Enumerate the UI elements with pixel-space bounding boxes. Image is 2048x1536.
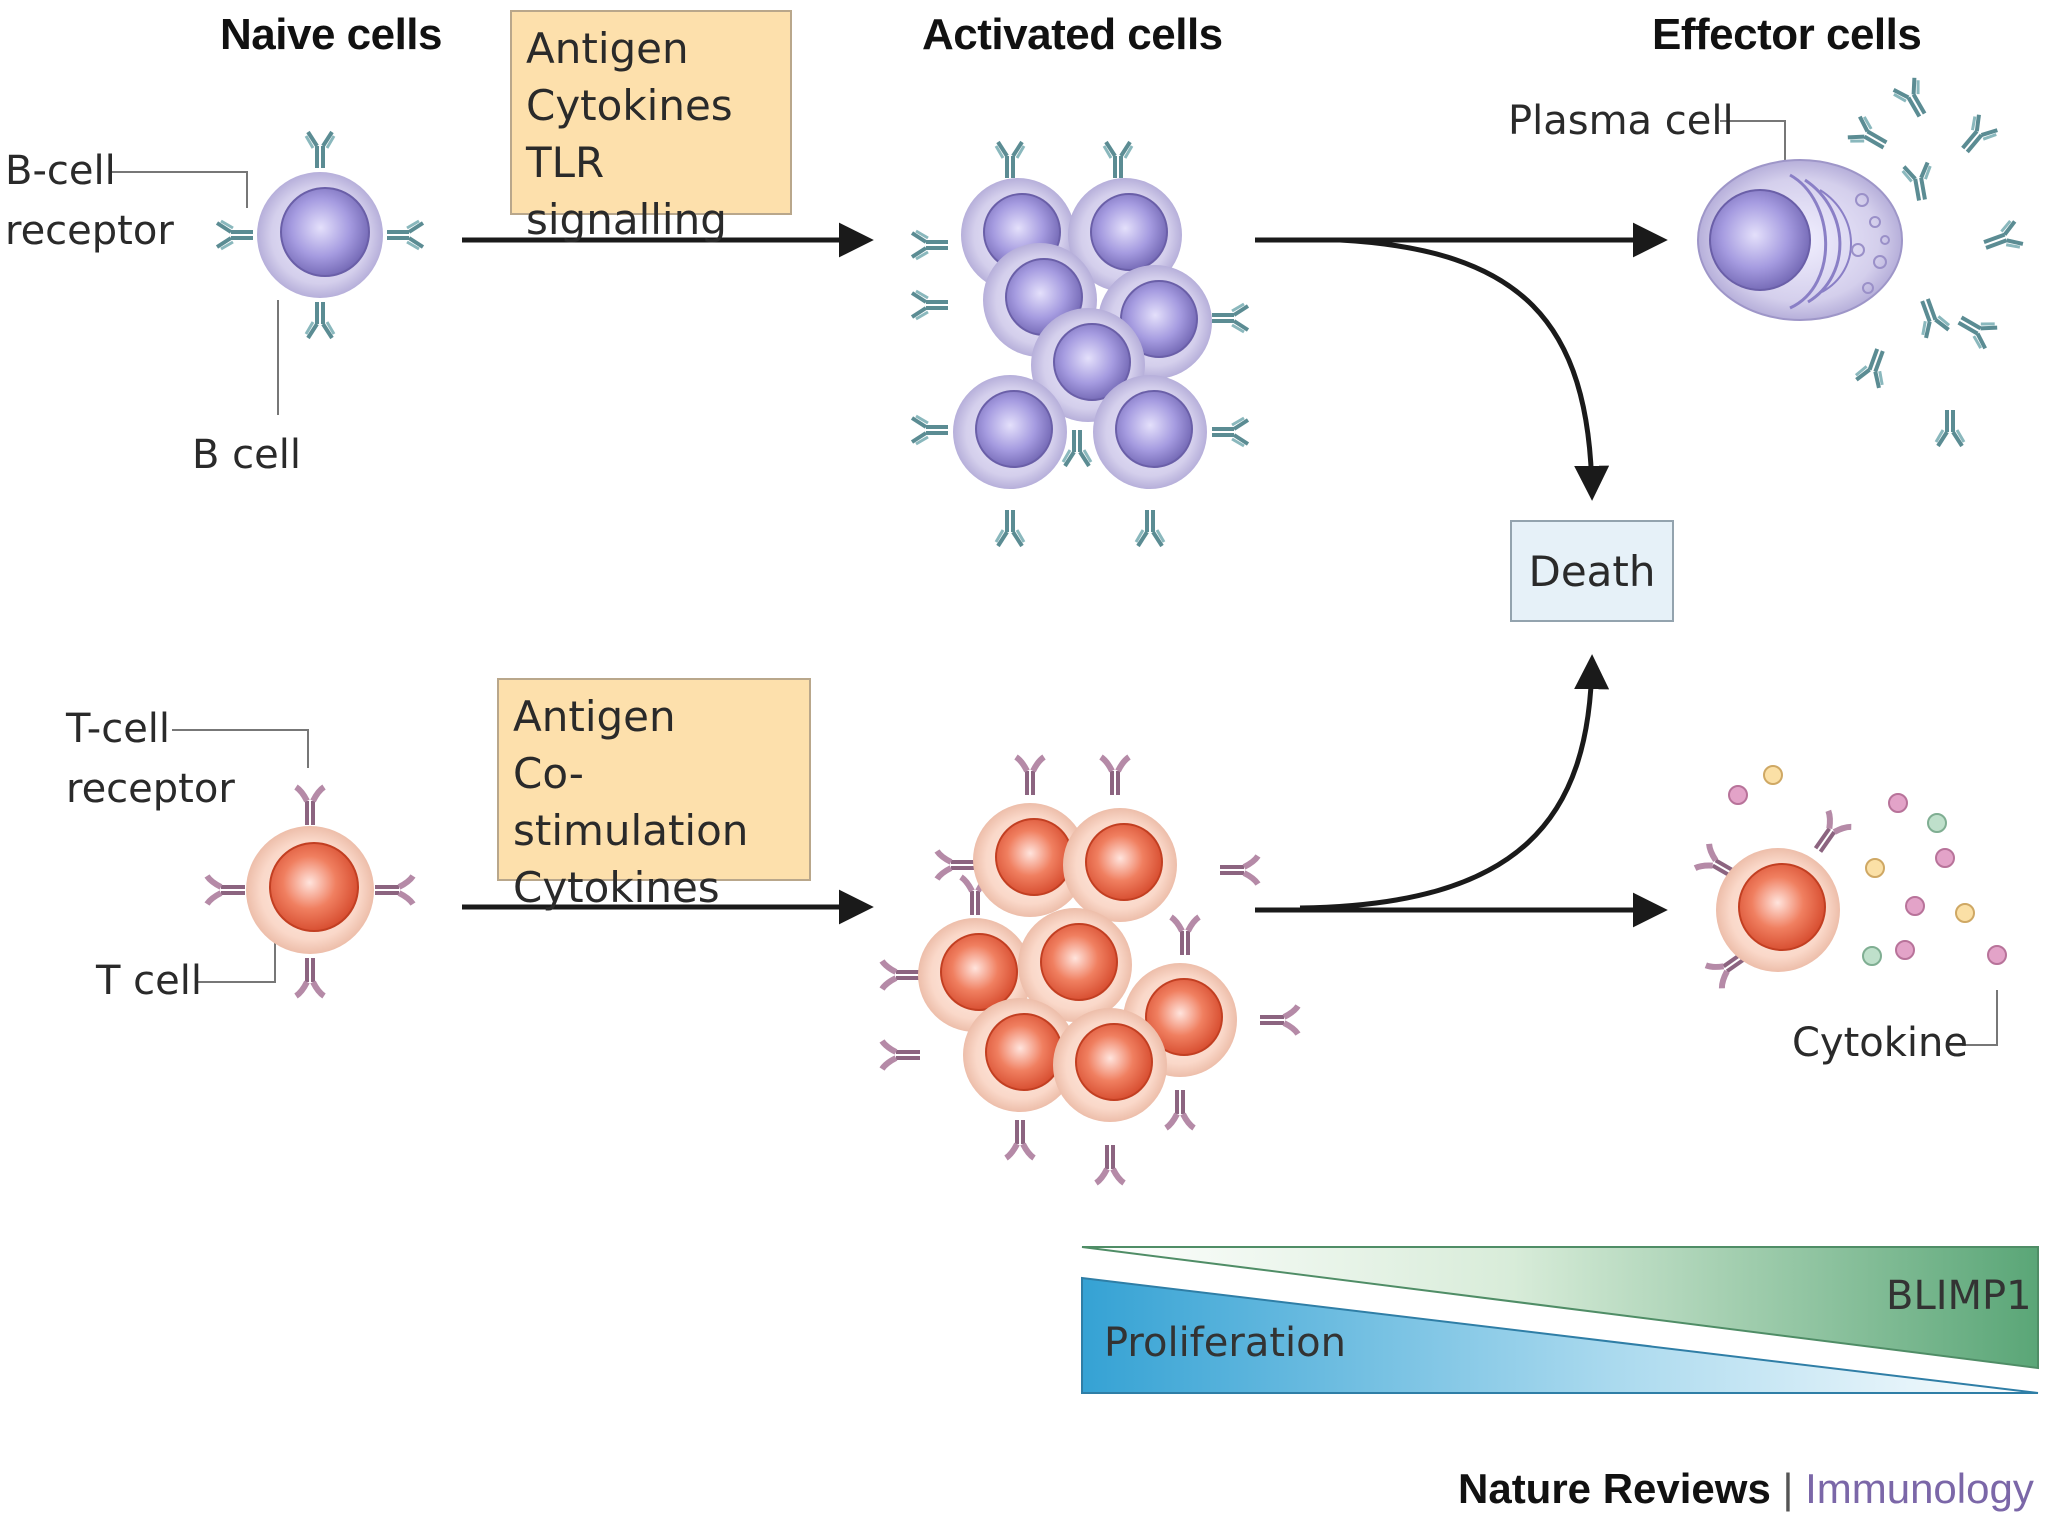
b-cell-signals-box: Antigen Cytokines TLR signalling: [510, 10, 792, 244]
b-signal-cytokines: Cytokines: [526, 81, 733, 130]
activated-t-cell-cluster: [882, 757, 1298, 1183]
b-signal-antigen: Antigen: [526, 24, 689, 73]
label-b-cell: B cell: [192, 432, 301, 478]
label-blimp1: BLIMP1: [1886, 1273, 2032, 1319]
b-cell-receptor-leader: [110, 171, 248, 208]
label-t-cell-receptor-line2: receptor: [66, 766, 235, 812]
plasma-cell: [1697, 159, 1903, 321]
t-cell-receptor-leader: [172, 729, 309, 768]
arrows: [462, 222, 1668, 928]
header-activated-cells: Activated cells: [922, 10, 1223, 59]
t-cell-signals-box: Antigen Co-stimulation Cytokines: [497, 678, 811, 912]
label-t-cell: T cell: [96, 958, 202, 1004]
credit-separator: |: [1782, 1465, 1794, 1512]
blimp1-gradient-wedge: [1081, 1246, 2039, 1370]
b-signal-tlr: TLR signalling: [526, 138, 727, 244]
header-naive-cells: Naive cells: [220, 10, 443, 59]
b-death-arrow: [1339, 237, 1610, 501]
gradient-bars: [1081, 1246, 2039, 1394]
proliferation-gradient-wedge: [1081, 1276, 2039, 1394]
t-signal-antigen: Antigen: [513, 692, 676, 741]
t-signal-costimulation: Co-stimulation: [513, 749, 749, 855]
death-box: Death: [1510, 520, 1674, 622]
label-cytokine: Cytokine: [1792, 1020, 1968, 1066]
effector-t-cell: [1695, 811, 1851, 988]
label-plasma-cell: Plasma cell: [1508, 98, 1734, 144]
credit-journal: Nature Reviews: [1458, 1465, 1771, 1512]
naive-b-cell: [215, 130, 425, 340]
label-t-cell-receptor-line1: T-cell: [66, 706, 171, 752]
label-b-cell-receptor-line2: receptor: [5, 208, 174, 254]
t-signal-cytokines: Cytokines: [513, 863, 720, 912]
leader-lines: [110, 120, 1998, 1046]
header-effector-cells: Effector cells: [1652, 10, 1922, 59]
plasma-cell-leader: [1720, 120, 1786, 175]
t-cell-leader: [195, 930, 276, 983]
label-proliferation: Proliferation: [1104, 1320, 1346, 1366]
label-b-cell-receptor-line1: B-cell: [5, 148, 116, 194]
t-death-arrow: [1299, 654, 1610, 911]
credit-field: Immunology: [1805, 1465, 2034, 1512]
journal-credit: Nature Reviews | Immunology: [1458, 1465, 2034, 1513]
activated-b-cell-cluster: [910, 140, 1250, 548]
naive-t-cell: [207, 787, 413, 996]
cytokine-particles: [1728, 765, 2007, 966]
cytokine-leader: [1962, 990, 1998, 1046]
